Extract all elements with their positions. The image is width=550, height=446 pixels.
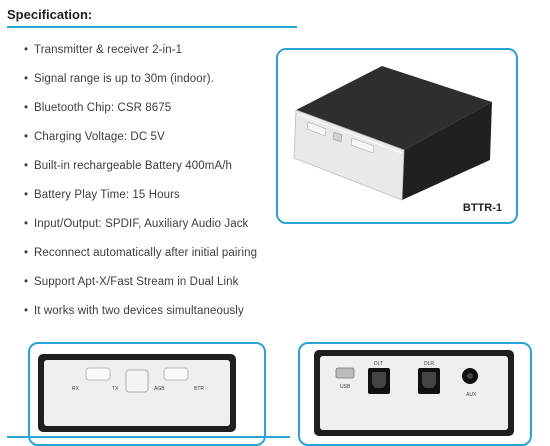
bottom-accent-rule xyxy=(7,436,290,438)
front-panel-illustration: RX TX AGB BTR xyxy=(38,354,236,432)
rear-panel-illustration: USB DLT DLR AUX xyxy=(314,350,514,436)
heading-underline xyxy=(7,26,297,28)
device-illustration xyxy=(293,66,492,201)
model-label: BTTR-1 xyxy=(462,202,502,214)
spec-item: •Reconnect automatically after initial p… xyxy=(24,247,258,259)
aux-label: AUX xyxy=(466,392,477,398)
spec-item: •Input/Output: SPDIF, Auxiliary Audio Ja… xyxy=(24,218,249,230)
product-image-frame: BTTR-1 xyxy=(276,48,518,224)
spec-item: •Built-in rechargeable Battery 400mA/h xyxy=(24,160,233,172)
spec-heading: Specification: xyxy=(7,7,93,22)
spec-item: •Signal range is up to 30m (indoor). xyxy=(24,73,214,85)
spec-item: •It works with two devices simultaneousl… xyxy=(24,305,244,317)
dlr-label: DLR xyxy=(424,361,434,367)
spec-item: •Bluetooth Chip: CSR 8675 xyxy=(24,102,172,114)
agb-label: AGB xyxy=(154,386,165,392)
usb-label: USB xyxy=(340,384,351,390)
btr-label: BTR xyxy=(194,386,204,392)
tx-label: TX xyxy=(112,386,119,392)
spec-item: •Charging Voltage: DC 5V xyxy=(24,131,165,143)
spec-item: •Transmitter & receiver 2-in-1 xyxy=(24,44,183,56)
rx-label: RX xyxy=(72,386,80,392)
spec-item: •Support Apt-X/Fast Stream in Dual Link xyxy=(24,276,239,288)
spec-item: •Battery Play Time: 15 Hours xyxy=(24,189,180,201)
rear-panel-frame: USB DLT DLR AUX xyxy=(298,342,532,446)
front-panel-frame: RX TX AGB BTR xyxy=(28,342,266,446)
dlt-label: DLT xyxy=(374,361,383,367)
